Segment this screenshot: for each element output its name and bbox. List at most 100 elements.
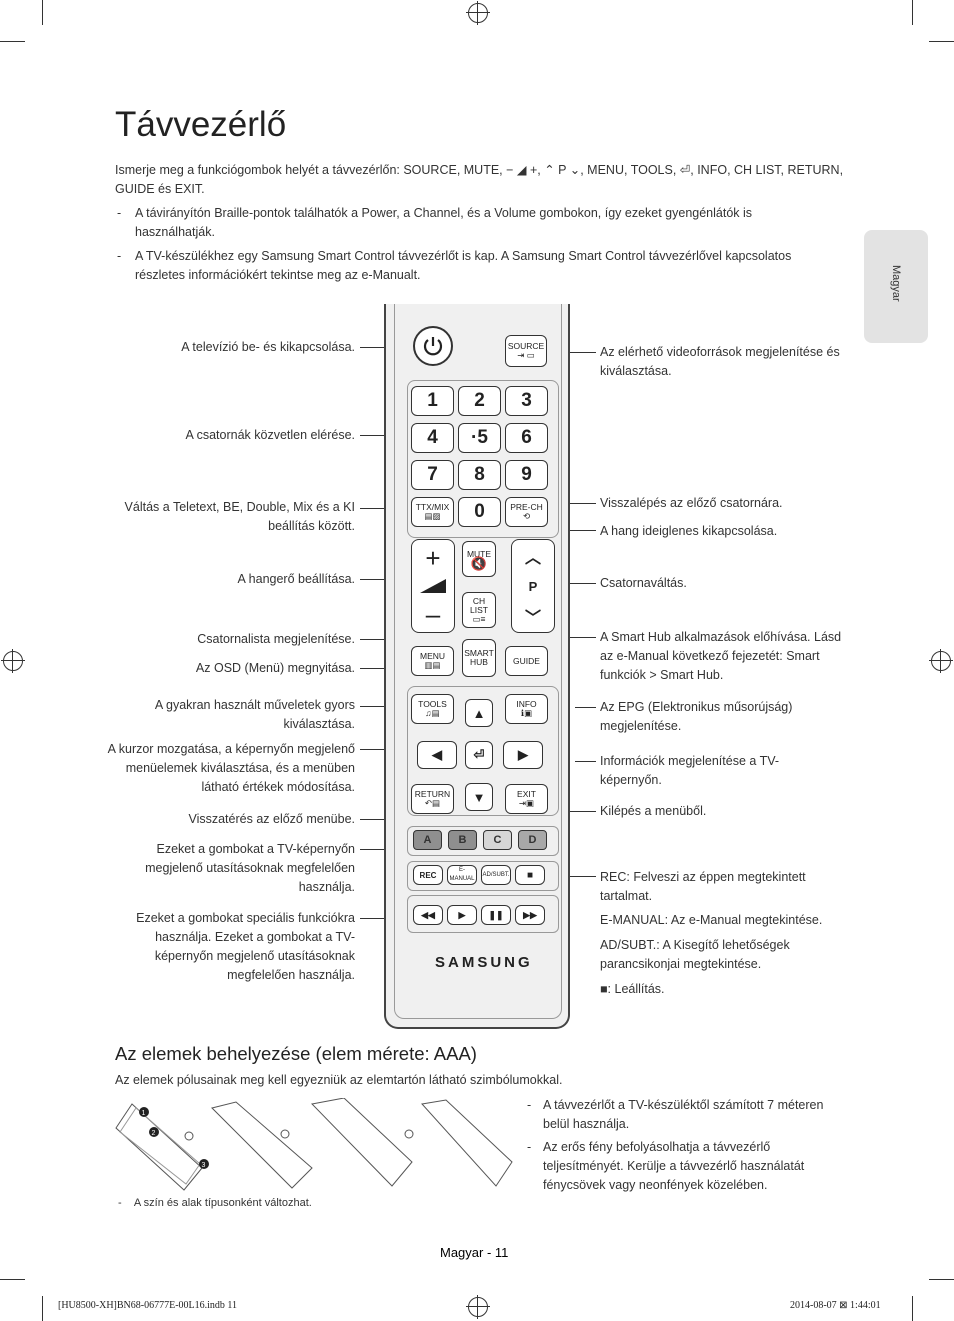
channel-p-label: P: [528, 578, 538, 594]
navigation-frame: [407, 686, 559, 816]
channel-up-icon: ︿: [524, 550, 541, 567]
adsubt-button[interactable]: AD/SUBT.: [481, 865, 511, 885]
number-key-9[interactable]: 9: [505, 460, 548, 490]
tools-button[interactable]: TOOLS♫▤: [411, 694, 454, 724]
number-key-0[interactable]: 0: [458, 497, 501, 527]
number-key-2[interactable]: 2: [458, 386, 501, 416]
left-arrow-button[interactable]: ◀: [417, 741, 457, 769]
menu-button[interactable]: MENU▥▤: [411, 646, 454, 676]
mute-button[interactable]: MUTE🔇: [462, 541, 496, 577]
crop-mark: [912, 0, 913, 25]
registration-mark-icon: [929, 649, 953, 673]
exit-button[interactable]: EXIT⇥▣: [505, 784, 548, 814]
number-pad-frame: [407, 380, 559, 538]
intro-text: Ismerje meg a funkciógombok helyét a táv…: [115, 163, 844, 196]
rec-button[interactable]: REC: [413, 865, 443, 885]
rewind-button[interactable]: ◀◀: [413, 905, 443, 925]
number-key-7[interactable]: 7: [411, 460, 454, 490]
enter-button[interactable]: ⏎: [465, 741, 493, 769]
power-button[interactable]: [413, 326, 453, 366]
mute-label: MUTE: [466, 549, 492, 559]
label-prech: Visszalépés az előző csatornára.: [600, 496, 783, 510]
number-key-5[interactable]: ·5: [458, 423, 501, 453]
label-special-keys: Ezeket a gombokat speciális funkciókra h…: [136, 911, 355, 982]
label-mute: A hang ideiglenes kikapcsolása.: [600, 524, 778, 538]
source-label: SOURCE: [507, 341, 545, 351]
number-key-6[interactable]: 6: [505, 423, 548, 453]
page-title: Távvezérlő: [115, 105, 287, 144]
left-arrow-icon: ◀: [432, 747, 442, 762]
step-1-marker: [139, 1107, 149, 1117]
prech-button[interactable]: PRE-CH⟲: [505, 497, 548, 527]
label-rec: REC: Felveszi az éppen megtekintett tart…: [600, 870, 806, 903]
language-side-tab: Magyar: [864, 230, 928, 343]
rewind-icon: ◀◀: [421, 909, 435, 920]
label-color-keys: Ezeket a gombokat a TV-képernyőn megjele…: [145, 842, 355, 894]
battery-note-light: Az erős fény befolyásolhatja a távvezérl…: [525, 1138, 845, 1195]
color-key-d[interactable]: D: [518, 830, 547, 850]
leader-line: [546, 876, 596, 877]
number-key-4[interactable]: 4: [411, 423, 454, 453]
right-arrow-button[interactable]: ▶: [503, 741, 543, 769]
registration-mark-icon: [1, 649, 25, 673]
fast-forward-button[interactable]: ▶▶: [515, 905, 545, 925]
label-chlist: Csatornalista megjelenítése.: [197, 632, 355, 646]
braille-note: A távirányítón Braille-pontok találhatók…: [115, 204, 835, 242]
remote-body: SOURCE ⇥ ▭ 1 2 3 4 ·5 6 7 8 9 TTX/MIX▤▨ …: [394, 304, 562, 1019]
label-source: Az elérhető videoforrások megjelenítése …: [600, 345, 840, 378]
smarthub-button[interactable]: SMART HUB: [462, 639, 496, 677]
enter-icon: ⏎: [473, 747, 485, 762]
chlist-icon: ▭≡: [472, 613, 486, 624]
label-exit: Kilépés a menüből.: [600, 804, 707, 818]
label-menu: Az OSD (Menü) megnyitása.: [195, 661, 355, 675]
up-arrow-button[interactable]: ▲: [465, 699, 493, 727]
pause-button[interactable]: ❚❚: [481, 905, 511, 925]
leader-line: [546, 352, 596, 353]
label-stop: ■: Leállítás.: [600, 982, 665, 996]
guide-button[interactable]: GUIDE: [505, 646, 548, 676]
channel-down-icon: ﹀: [524, 610, 541, 627]
channel-rocker[interactable]: ︿ P ﹀: [511, 539, 555, 633]
smarthub-label: SMART HUB: [464, 648, 494, 667]
slug-right: 2014-08-07 ⊠ 1:44:01: [790, 1300, 881, 1311]
crop-mark: [0, 41, 25, 42]
step-2-label: 2: [152, 1130, 156, 1137]
play-button[interactable]: ▶: [447, 905, 477, 925]
power-icon: [423, 337, 443, 356]
info-icon: ℹ▣: [520, 708, 533, 718]
stop-button[interactable]: ■: [515, 865, 545, 885]
smart-control-note: A TV-készülékhez egy Samsung Smart Contr…: [115, 247, 835, 285]
color-keys-frame: [407, 826, 559, 856]
up-arrow-icon: ▲: [472, 705, 486, 721]
chlist-button[interactable]: CH LIST▭≡: [462, 592, 496, 628]
down-arrow-button[interactable]: ▼: [465, 783, 493, 811]
figure-note-text: A szín és alak típusonként változhat.: [133, 1197, 312, 1209]
exit-label: EXIT: [517, 789, 536, 799]
ttx-mix-button[interactable]: TTX/MIX▤▨: [411, 497, 454, 527]
step-1-label: 1: [142, 1110, 146, 1117]
color-key-c[interactable]: C: [483, 830, 512, 850]
playback-frame: [407, 895, 559, 933]
return-label: RETURN: [414, 789, 451, 799]
number-key-1[interactable]: 1: [411, 386, 454, 416]
leader-line: [360, 918, 402, 919]
source-button[interactable]: SOURCE ⇥ ▭: [505, 335, 547, 367]
prech-icon: ⟲: [522, 511, 531, 521]
registration-mark-icon: [466, 1, 490, 25]
color-key-a[interactable]: A: [413, 830, 442, 850]
step-3-marker: [199, 1159, 209, 1169]
label-number-keys: A csatornák közvetlen elérése.: [185, 428, 355, 442]
leader-line: [575, 761, 596, 762]
label-tools: A gyakran használt műveletek gyors kivál…: [154, 698, 355, 731]
color-key-b[interactable]: B: [448, 830, 477, 850]
step-3-label: 3: [202, 1162, 206, 1169]
number-key-3[interactable]: 3: [505, 386, 548, 416]
return-button[interactable]: RETURN↶▤: [411, 784, 454, 814]
label-emanual: E-MANUAL: Az e-Manual megtekintése.: [600, 913, 823, 927]
slug-left: [HU8500-XH]BN68-06777E-00L16.indb 11: [58, 1300, 238, 1311]
emanual-button[interactable]: E-MANUAL: [447, 865, 477, 885]
menu-label: MENU: [419, 651, 446, 661]
number-key-8[interactable]: 8: [458, 460, 501, 490]
volume-rocker[interactable]: + –: [411, 539, 455, 633]
